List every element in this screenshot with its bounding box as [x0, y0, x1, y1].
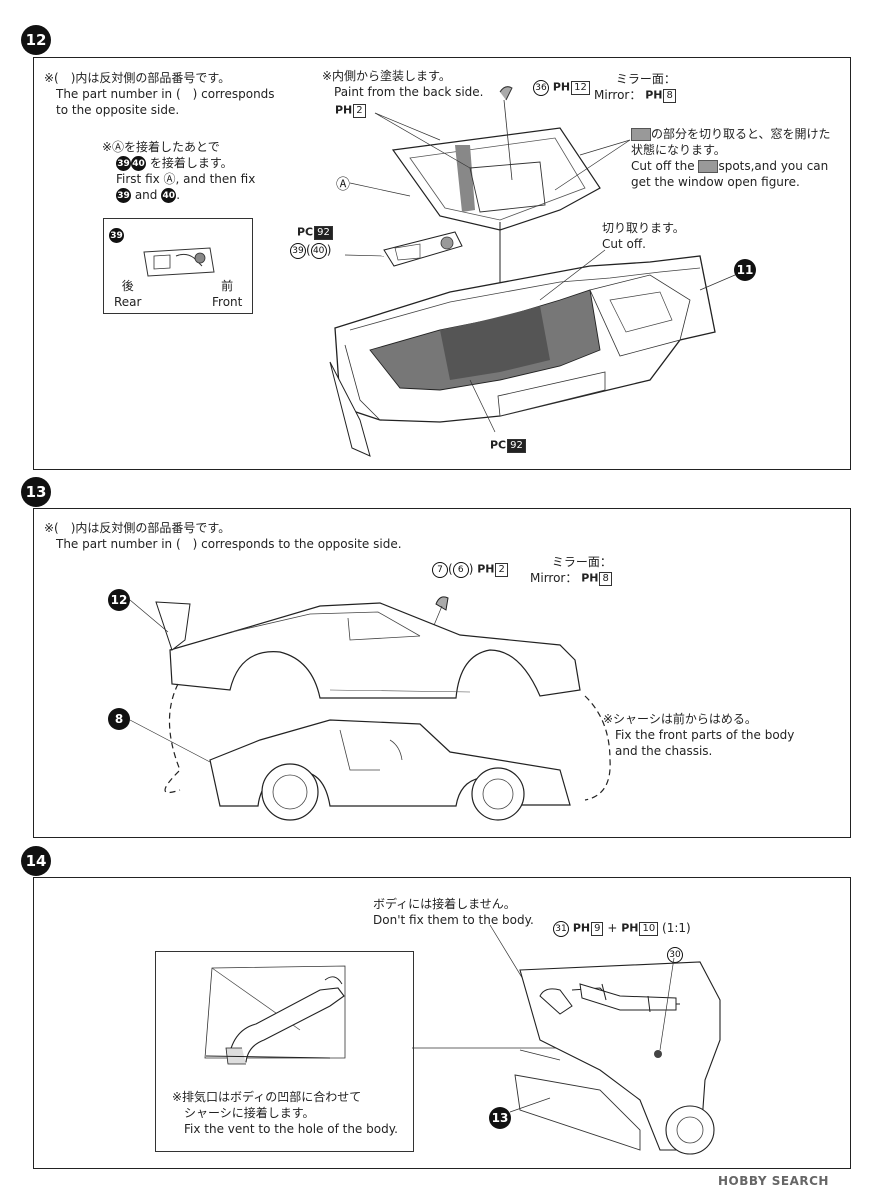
glue-jp1: ※Ⓐを接着したあとで [102, 140, 220, 154]
glue-en2: and [134, 188, 158, 202]
step12-body-drawing [329, 86, 736, 457]
step-14-badge: 14 [21, 846, 51, 876]
part-30-badge: 30 [667, 947, 683, 963]
chassis-note: ※シャーシは前からはめる。 Fix the front parts of the… [603, 712, 795, 758]
part-36-badge: 36 [533, 79, 549, 96]
glue-en1: First fix Ⓐ, and then fix [116, 172, 256, 186]
vent-inset [155, 951, 414, 1152]
nofix-note: ボディには接着しません。 Don't fix them to the body. [373, 897, 534, 927]
part-12-badge: 12 [108, 589, 130, 611]
part-40-badge: 40 [131, 156, 146, 171]
cutoff-note: 切り取ります。 Cut off. [602, 221, 685, 251]
paint-back-note: ※内側から塗装します。 Paint from the back side. [322, 69, 484, 99]
step12-opposite-note: ※( )内は反対側の部品番号です。 The part number in ( )… [44, 70, 275, 118]
part-11-badge: 11 [734, 259, 756, 281]
vent-note: ※排気口はボディの凹部に合わせて シャーシに接着します。 Fix the ven… [172, 1090, 398, 1136]
step13-car-drawing [129, 596, 611, 821]
step14-drawing [204, 924, 721, 1155]
glue-jp2: を接着します。 [149, 156, 233, 170]
part-39-badge: 39 [109, 228, 124, 243]
opposite-en1: The part number in ( ) corresponds [56, 87, 275, 101]
part-13-badge: 13 [489, 1107, 511, 1129]
label-a: Ⓐ [336, 177, 350, 193]
window-cutoff-note: の部分を切り取ると、窓を開けた 状態になります。 Cut off the spo… [631, 127, 831, 189]
part-39-badge: 39 [116, 188, 131, 203]
part-39-badge: 39 [116, 156, 131, 171]
watermark: HOBBY SEARCH [718, 1174, 829, 1188]
step-12-badge: 12 [21, 25, 51, 55]
step-13-badge: 13 [21, 477, 51, 507]
opposite-en2: to the opposite side. [56, 103, 180, 117]
step13-opposite-note: ※( )内は反対側の部品番号です。 The part number in ( )… [44, 521, 402, 551]
part-40-badge: 40 [161, 188, 177, 203]
part-8-badge: 8 [108, 708, 130, 730]
part-39-drawing [143, 247, 215, 277]
opposite-jp: ※( )内は反対側の部品番号です。 [44, 71, 231, 85]
part-39-40-label: 39(40) [290, 242, 331, 259]
